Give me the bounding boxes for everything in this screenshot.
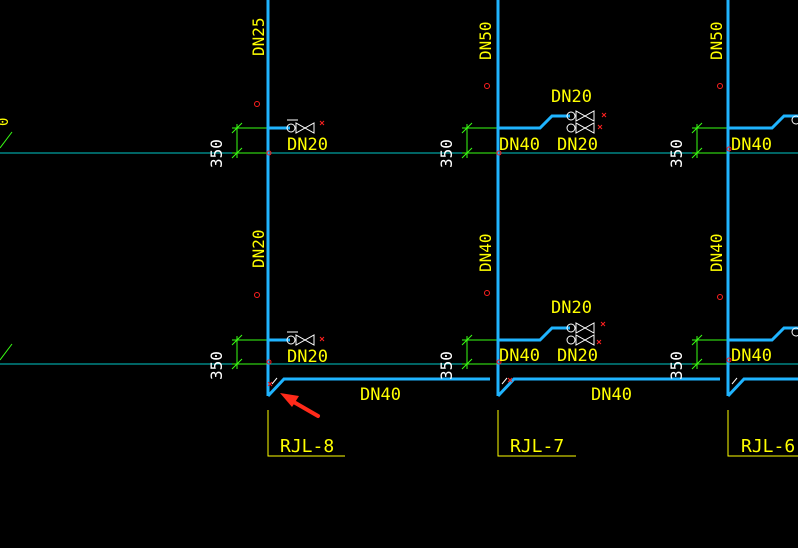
branch-label-rjl-7-lower: DN20 <box>557 346 598 366</box>
branch-label-rjl-8-upper: DN20 <box>287 135 328 155</box>
valve-symbols <box>271 110 798 385</box>
riser-label-rjl-8-upper: DN25 <box>249 17 268 56</box>
dimension-text-5: 350 <box>667 139 686 168</box>
branch-pipe-rjl-6-lower <box>728 326 798 342</box>
branch-top-label-rjl-7-lower: DN20 <box>551 298 592 318</box>
riser-label-rjl-8-lower: DN20 <box>249 229 268 268</box>
branch-main-label-rjl-6-upper: DN40 <box>731 135 772 155</box>
marker-group <box>254 83 732 387</box>
dimension-text-2: 350 <box>207 351 226 380</box>
branch-main-label-rjl-6-lower: DN40 <box>731 346 772 366</box>
riser-label-rjl-6-upper: DN50 <box>707 21 726 60</box>
partial-symbol-upper-left <box>0 131 13 149</box>
partial-symbol-lower-left <box>0 343 13 361</box>
header-label-2: DN40 <box>591 385 632 405</box>
dimension-text-4: 350 <box>437 351 456 380</box>
riser-tag-rjl-8[interactable]: RJL-8 <box>280 436 334 457</box>
partial-label-left: 0 <box>0 118 12 126</box>
riser-tag-leaders <box>267 410 798 457</box>
branch-main-label-rjl-7-lower: DN40 <box>499 346 540 366</box>
branch-label-rjl-8-lower: DN20 <box>287 347 328 367</box>
branch-pipe-rjl-7-upper <box>498 114 570 130</box>
header-label-1: DN40 <box>360 385 401 405</box>
header-pipe <box>266 377 798 398</box>
dimension-group <box>231 122 728 370</box>
dimension-text-3: 350 <box>437 139 456 168</box>
branch-label-rjl-7-upper: DN20 <box>557 135 598 155</box>
riser-tag-rjl-6[interactable]: RJL-6 <box>741 436 795 457</box>
dimension-text-1: 350 <box>207 139 226 168</box>
branch-pipe-rjl-6-upper <box>728 114 798 130</box>
dimension-text-6: 350 <box>667 351 686 380</box>
riser-label-rjl-7-upper: DN50 <box>476 21 495 60</box>
riser-label-rjl-7-lower: DN40 <box>476 233 495 272</box>
red-arrow-icon <box>280 393 320 418</box>
branch-main-label-rjl-7-upper: DN40 <box>499 135 540 155</box>
riser-tag-rjl-7[interactable]: RJL-7 <box>510 436 564 457</box>
riser-label-rjl-6-lower: DN40 <box>707 233 726 272</box>
branch-pipe-rjl-7-lower <box>498 326 570 342</box>
pipe-network[interactable] <box>266 0 798 398</box>
branch-top-label-rjl-7-upper: DN20 <box>551 87 592 107</box>
